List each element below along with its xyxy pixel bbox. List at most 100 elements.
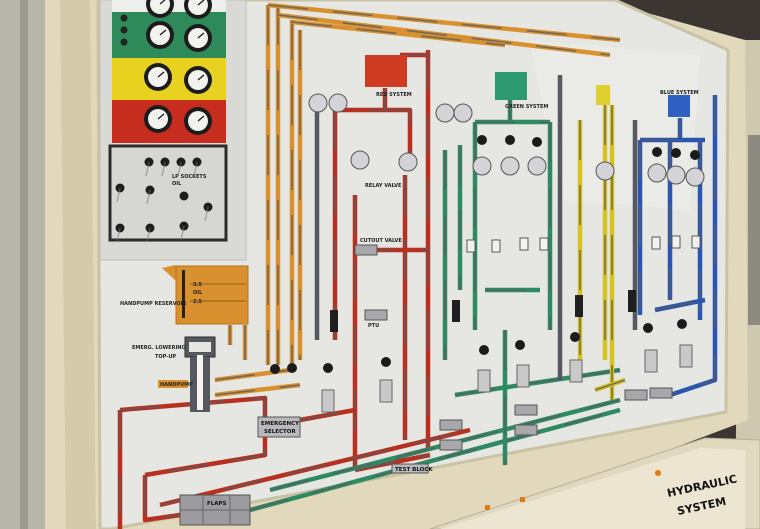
blue-system-label: BLUE SYSTEM — [660, 90, 699, 96]
toggle-switch — [179, 191, 189, 201]
handpump-outlet — [158, 380, 188, 388]
gauge-needle — [159, 0, 166, 5]
relay-valve-symbol — [628, 290, 636, 312]
reservoir-level-top: 3.5 — [193, 282, 202, 288]
relay-valve-symbol — [575, 295, 583, 317]
emerg-lowering-label: EMERG. LOWERING — [132, 345, 186, 351]
pressure-switch-symbol — [505, 135, 515, 145]
console-lamp-2 — [520, 497, 525, 502]
accumulator-symbol — [644, 349, 658, 373]
accumulator-symbol — [379, 379, 393, 403]
frame-left-edge — [60, 0, 96, 529]
gauge-needle — [157, 113, 165, 120]
gauge-needle — [197, 115, 205, 122]
emergency-selector-line2: SELECTOR — [264, 429, 296, 435]
relay-valve-symbol — [452, 300, 460, 322]
blue-system-reservoir — [668, 95, 690, 117]
pipe-stripe — [214, 369, 291, 381]
relay-valve-symbol — [330, 310, 338, 332]
pipe-stripe — [267, 4, 621, 41]
pipe-stripe — [277, 14, 611, 56]
reservoir-sight-glass — [182, 270, 185, 318]
valve-block — [364, 309, 388, 321]
pressure-switch-symbol — [270, 364, 280, 374]
pressure-switch-symbol — [671, 148, 681, 158]
check-valve-symbol — [519, 237, 529, 251]
connector-socket — [120, 14, 128, 22]
check-valve-symbol — [651, 236, 661, 250]
pressure-switch-symbol — [515, 340, 525, 350]
hydraulic-pipe — [249, 407, 621, 513]
switch-shadow — [145, 161, 150, 177]
pump-symbol — [472, 156, 492, 176]
accumulator-symbol — [477, 369, 491, 393]
console-face — [440, 448, 745, 529]
pump-symbol — [500, 156, 520, 176]
check-valve-symbol — [671, 235, 681, 249]
switch-shadow — [146, 227, 151, 243]
cutout-valve-label: CUTOUT VALVE — [360, 238, 402, 244]
switch-shadow — [161, 161, 166, 177]
accumulator-symbol — [516, 364, 530, 388]
switch-shadow — [116, 227, 121, 243]
pressure-switch-symbol — [381, 357, 391, 367]
pump-symbol — [435, 103, 455, 123]
emergency-selector-line1: EMERGENCY — [261, 421, 300, 427]
handpump-reservoir-label: HANDPUMP RESERVOIR — [120, 301, 187, 307]
reservoir-level-bottom: 2.5 — [193, 299, 202, 305]
right-cabinet-slot — [748, 135, 760, 325]
relay-valve-label: RELAY VALVE — [365, 183, 402, 189]
pipe-stripe — [385, 109, 411, 160]
emergency-selector — [257, 416, 301, 438]
pipe-stripe — [354, 454, 431, 471]
pipe-stripe — [654, 299, 706, 311]
switch-group — [115, 157, 213, 243]
pressure-switch-symbol — [477, 135, 487, 145]
gauge-dial — [188, 0, 208, 15]
switch-shadow — [177, 161, 182, 177]
connector-socket — [120, 26, 128, 34]
accumulator-symbol — [679, 344, 693, 368]
switch-shadow — [116, 187, 121, 203]
ptu-label: PTU — [368, 323, 379, 329]
pump-symbol — [328, 93, 348, 113]
check-valve-symbol — [491, 239, 501, 253]
valve-block — [439, 419, 463, 431]
check-valve-symbol — [691, 235, 701, 249]
pipe-network — [117, 2, 718, 529]
console-indicator-lamp — [655, 470, 661, 476]
switch-shadow — [193, 161, 198, 177]
pressure-switch-symbol — [677, 319, 687, 329]
pump-symbol — [666, 165, 686, 185]
gauge-needle — [197, 32, 205, 39]
red-system-reservoir — [365, 55, 407, 87]
pump-symbol — [685, 167, 705, 187]
pressure-switch-symbol — [690, 150, 700, 160]
gauge-group — [120, 0, 212, 135]
valve-block — [439, 439, 463, 451]
switch-shadow — [204, 206, 209, 222]
pump-symbol — [527, 156, 547, 176]
pipe-stripe — [594, 379, 626, 391]
check-valve-symbol — [539, 237, 549, 251]
pump-symbol — [398, 152, 418, 172]
gauge-needle — [157, 71, 165, 78]
red-system-label: RED SYSTEM — [376, 92, 412, 98]
pump-symbol — [647, 163, 667, 183]
switch-shadow — [180, 225, 185, 241]
pressure-switch-symbol — [287, 363, 297, 373]
valve-block — [514, 424, 538, 436]
pump-symbol — [453, 103, 473, 123]
valve-block — [354, 244, 378, 256]
gauge-needle — [197, 74, 205, 81]
pressure-switch-symbol — [323, 363, 333, 373]
accumulator-symbol — [321, 389, 335, 413]
pipe-stripe — [669, 95, 716, 396]
switch-shadow — [146, 189, 151, 205]
component-group — [270, 93, 705, 451]
pressure-switch-symbol — [570, 332, 580, 342]
valve-block — [649, 387, 673, 399]
pressure-switch-symbol — [652, 147, 662, 157]
